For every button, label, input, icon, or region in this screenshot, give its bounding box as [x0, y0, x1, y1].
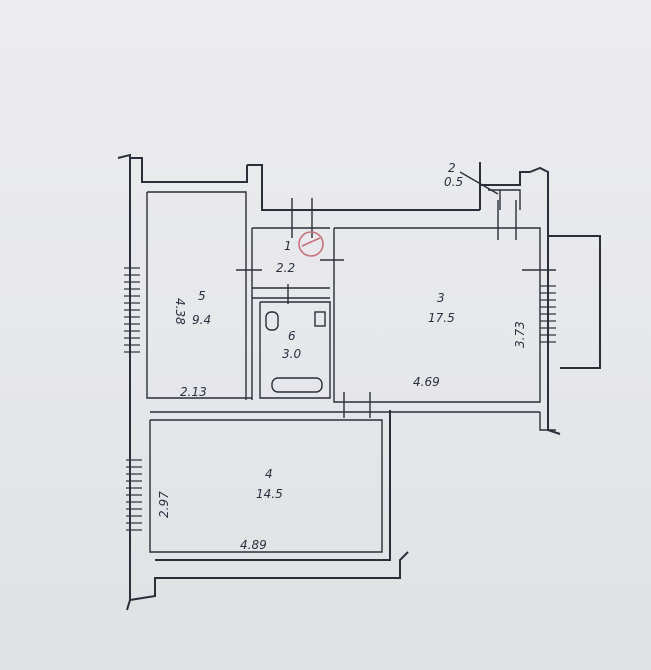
room-3-height-dimension: 3.73: [513, 321, 527, 348]
door-marks: [236, 198, 556, 418]
window-room-4: [126, 459, 142, 531]
room-4-area: 14.5: [256, 487, 283, 501]
room-1-number: 1: [284, 239, 292, 253]
bathtub-fixture: [271, 377, 323, 393]
room-1-area: 2.2: [276, 261, 295, 275]
room-5-height-dimension: 4.38: [173, 298, 187, 325]
window-room-5: [124, 267, 140, 353]
room-4-height-dimension: 2.97: [157, 491, 171, 518]
stamp-mark: [298, 231, 324, 257]
window-room-3: [540, 285, 556, 343]
room-4-walls: [149, 411, 556, 553]
room-1-walls: [251, 227, 330, 400]
room-5-area: 9.4: [192, 313, 211, 327]
room-2-area: 0.5: [444, 175, 463, 189]
room-4-number: 4: [265, 467, 273, 481]
balcony-walls: [488, 189, 521, 210]
room-3-width-dimension: 4.69: [413, 375, 440, 389]
sink-fixture: [314, 311, 326, 327]
room-2-leader: [459, 171, 499, 195]
outer-walls: [117, 153, 601, 611]
room-4-width-dimension: 4.89: [240, 538, 267, 552]
room-5-width-dimension: 2.13: [180, 385, 207, 399]
room-3-walls: [333, 227, 541, 403]
toilet-fixture: [265, 311, 279, 331]
room-3-area: 17.5: [428, 311, 455, 325]
room-6-walls: [259, 301, 331, 399]
room-5-number: 5: [198, 289, 206, 303]
room-2-number: 2: [448, 161, 456, 175]
room-5-walls: [146, 191, 252, 400]
room-6-area: 3.0: [282, 347, 301, 361]
room-3-number: 3: [437, 291, 445, 305]
room-6-number: 6: [288, 329, 296, 343]
